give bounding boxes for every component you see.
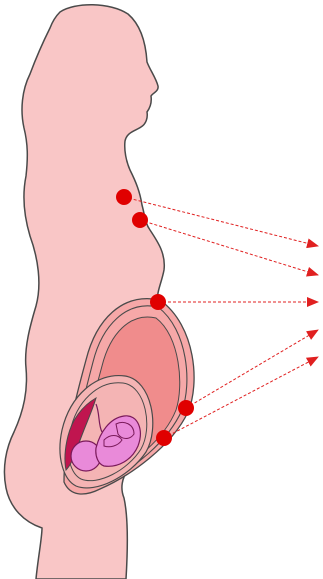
marker-fundus xyxy=(150,294,166,310)
arrow-lower-abdomen xyxy=(186,330,318,408)
marker-pubic xyxy=(156,430,172,446)
body-silhouette xyxy=(4,5,190,579)
marker-lower-chest xyxy=(132,212,148,228)
arrow-lower-chest xyxy=(140,220,318,275)
marker-upper-chest xyxy=(116,189,132,205)
marker-lower-abdomen xyxy=(178,400,194,416)
